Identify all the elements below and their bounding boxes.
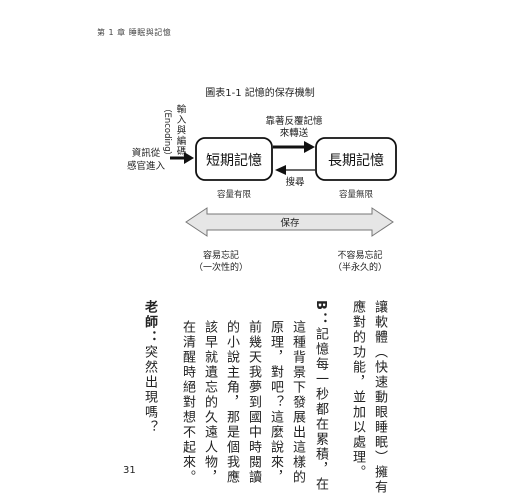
encoding-label-line2: （Encoding） bbox=[162, 104, 172, 160]
short-capacity-label: 容量有限 bbox=[217, 189, 252, 200]
body-text-column: 這種背景下發展出這樣的 bbox=[290, 320, 305, 485]
running-head: 第 1 章 睡眠與記憶 bbox=[97, 28, 172, 37]
body-text-column: 前幾天我夢到國中時閱讀 bbox=[246, 320, 261, 485]
encoding-label-line1: 輸入與編碼 bbox=[175, 103, 187, 156]
figure-title: 圖表1-1 記憶的保存機制 bbox=[205, 88, 315, 99]
long-term-box bbox=[315, 137, 397, 181]
body-text-column: 的小說主角，那是個我應 bbox=[224, 320, 239, 485]
input-label-line2: 感官進入 bbox=[127, 160, 166, 172]
long-term-label: 長期記憶 bbox=[328, 152, 384, 169]
body-text-column: 應對的功能，並加以處理。 bbox=[350, 300, 365, 480]
short-term-box bbox=[195, 137, 273, 181]
forget-hard-line2: （半永久的） bbox=[333, 261, 387, 273]
body-text-column: 老師：突然出現嗎？ bbox=[142, 300, 157, 435]
body-text-column: B：記憶每一秒都在累積，在 bbox=[313, 300, 328, 492]
speaker-prefix: 老師： bbox=[142, 300, 157, 345]
retrieve-arrow-head bbox=[275, 165, 286, 175]
memory-diagram: 資訊從 感官進入 輸入與編碼 （Encoding） 短期記憶 長期記憶 靠著反覆… bbox=[127, 103, 397, 273]
forget-hard-line1: 不容易忘記 bbox=[337, 249, 382, 261]
input-label-line1: 資訊從 bbox=[132, 147, 161, 159]
body-text-column: 讓軟體（快速動眼睡眠）擁有 bbox=[372, 300, 387, 495]
storage-double-arrow bbox=[185, 207, 394, 237]
retrieve-label: 搜尋 bbox=[285, 176, 305, 188]
page-number: 31 bbox=[123, 465, 136, 476]
forget-easy-line2: （一次性的） bbox=[194, 261, 248, 273]
body-text-column: 該早就遺忘的久遠人物， bbox=[202, 320, 217, 485]
transfer-label-line1: 靠著反覆記憶 bbox=[265, 115, 323, 127]
forget-easy-line1: 容易忘記 bbox=[203, 249, 239, 261]
body-text-column: 在清醒時絕對想不起來。 bbox=[180, 320, 195, 485]
body-text-column: 原理，對吧？這麼說來， bbox=[268, 320, 283, 485]
transfer-arrow-head bbox=[304, 141, 315, 153]
storage-label: 保存 bbox=[280, 217, 300, 229]
transfer-label-line2: 來轉送 bbox=[280, 127, 309, 139]
speaker-prefix: B： bbox=[313, 300, 328, 327]
input-arrow-head bbox=[184, 152, 194, 164]
long-capacity-label: 容量無限 bbox=[339, 189, 374, 200]
short-term-label: 短期記憶 bbox=[206, 152, 262, 169]
